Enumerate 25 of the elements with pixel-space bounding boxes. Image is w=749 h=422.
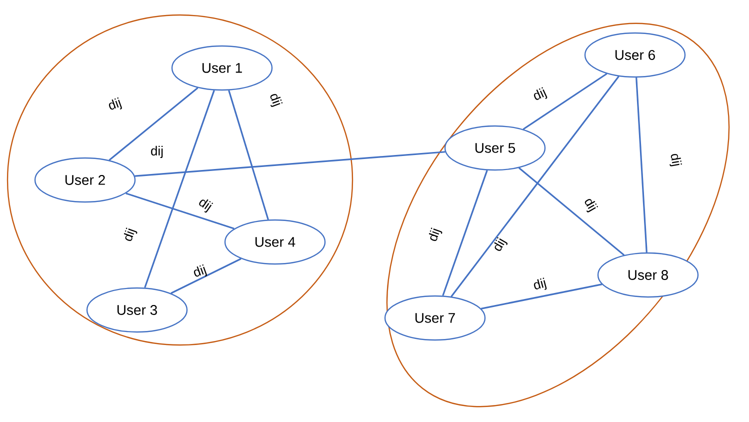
connector-line: [134, 151, 446, 177]
connector-line: [126, 192, 234, 230]
connector-line: [108, 87, 198, 161]
edge-label: dij: [270, 94, 283, 107]
connector-line: [518, 167, 625, 256]
edge-label: dij: [199, 199, 214, 213]
cluster-ellipse: [6, 14, 354, 346]
connector-line: [522, 73, 608, 130]
edge-label: dij: [584, 199, 598, 212]
edge-label: dij: [534, 87, 548, 100]
connector-line: [144, 90, 215, 288]
edge-label: dij: [428, 228, 442, 241]
connector-line: [636, 78, 648, 252]
connector-line: [442, 170, 488, 296]
edge-label: dij: [670, 154, 682, 166]
connector-line: [480, 284, 602, 310]
connector-line: [228, 90, 269, 220]
connector-line: [450, 76, 620, 298]
edge-label: dij: [534, 278, 547, 290]
edge-label: dij: [124, 228, 138, 241]
edge-label: dij: [194, 264, 207, 277]
edge-label: dij: [494, 237, 508, 251]
connector-line: [170, 258, 242, 294]
edge-label: dij: [151, 146, 163, 158]
edge-label: dij: [108, 97, 122, 110]
